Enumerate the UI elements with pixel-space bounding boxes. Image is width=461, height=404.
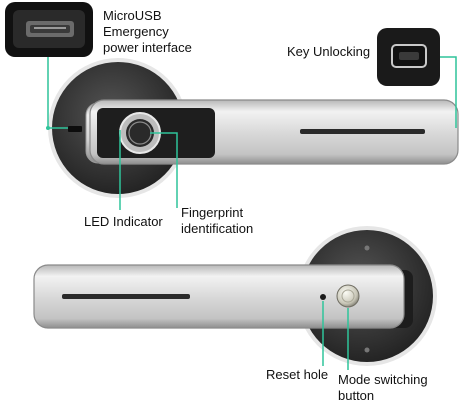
usb-port-slot	[68, 126, 82, 132]
led-indicator-label: LED Indicator	[84, 214, 163, 229]
fingerprint-label-line2: identification	[181, 221, 254, 236]
top-lock	[48, 58, 459, 198]
key-inset	[377, 28, 440, 86]
bottom-lock	[33, 226, 437, 366]
key-unlocking-label: Key Unlocking	[287, 44, 371, 59]
reset-hole-label: Reset hole	[266, 367, 329, 382]
reset-hole	[320, 294, 326, 300]
microusb-label-line1: MicroUSB	[103, 8, 162, 23]
callout-lines	[46, 56, 457, 370]
microusb-label-line2: Emergency	[103, 24, 169, 39]
mode-switching-label-line2: button	[338, 388, 375, 403]
mode-switching-button	[336, 284, 360, 308]
bottom-handle	[33, 264, 405, 329]
led-strip	[300, 129, 425, 134]
callout-fingerprint	[150, 132, 178, 208]
microusb-inset	[5, 2, 93, 57]
microusb-label-line3: power interface	[103, 40, 192, 55]
fingerprint-label-line1: Fingerprint	[181, 205, 244, 220]
callout-key	[440, 56, 457, 128]
mode-switching-label-line1: Mode switching	[338, 372, 428, 387]
